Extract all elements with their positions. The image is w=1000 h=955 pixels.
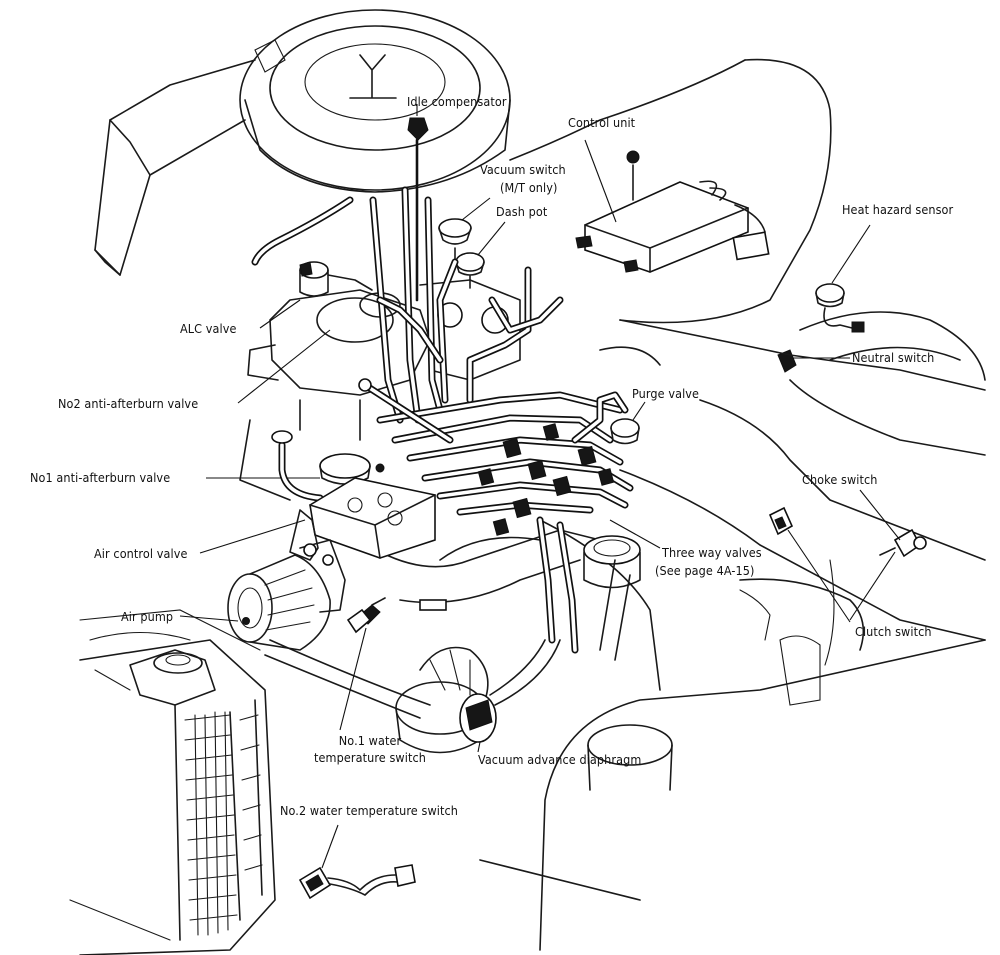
clutch-switch: [768, 506, 851, 623]
label-heat-hazard-sensor: Heat hazard sensor: [842, 202, 954, 217]
label-three-way-valves-note: (See page 4A-15): [655, 563, 755, 578]
label-neutral-switch: Neutral switch: [852, 350, 935, 365]
label-vacuum-switch-note: (M/T only): [500, 180, 558, 195]
air-pump: [179, 539, 431, 719]
label-no1-water-temp-switch-line2: temperature switch: [314, 750, 426, 765]
label-air-control-valve: Air control valve: [94, 546, 188, 561]
label-no1-water-temp-switch-line1: No.1 water: [338, 733, 402, 748]
idle-compensator: [407, 104, 429, 302]
alc-valve: [259, 261, 373, 329]
label-clutch-switch: Clutch switch: [855, 624, 932, 639]
purge-valve: [610, 401, 646, 445]
hose-right: [739, 578, 865, 651]
label-no2-anti-afterburn-valve: No2 anti-afterburn valve: [58, 396, 199, 411]
choke-switch: [849, 489, 927, 621]
label-idle-compensator: Idle compensator: [407, 94, 507, 109]
heat-hazard-sensor: [815, 224, 871, 333]
label-vacuum-switch: Vacuum switch: [480, 162, 566, 177]
control-unit: [575, 139, 770, 273]
label-control-unit: Control unit: [568, 115, 636, 130]
label-no1-anti-afterburn-valve: No1 anti-afterburn valve: [30, 470, 171, 485]
vacuum-hose-network: [358, 186, 634, 654]
no1-water-temp-switch: [339, 597, 386, 731]
no2-aab-leader: [237, 329, 331, 404]
engine-block: [239, 279, 673, 791]
label-no2-water-temp-switch: No.2 water temperature switch: [280, 803, 459, 818]
air-cleaner: [94, 9, 511, 276]
label-vacuum-advance-diaphragm: Vacuum advance diaphragm: [478, 752, 642, 767]
three-way-valves: [477, 423, 661, 549]
radiator: [69, 609, 276, 955]
label-choke-switch: Choke switch: [802, 472, 878, 487]
air-control-valve: [199, 463, 436, 561]
label-dash-pot: Dash pot: [496, 204, 548, 219]
label-three-way-valves: Three way valves: [662, 545, 762, 560]
label-air-pump: Air pump: [121, 609, 174, 624]
no2-water-temp-switch: [298, 824, 416, 900]
label-alc-valve: ALC valve: [180, 321, 237, 336]
bracket-line: [599, 346, 661, 366]
vacuum-switch: [438, 197, 491, 263]
label-purge-valve: Purge valve: [632, 386, 700, 401]
distributor: [395, 639, 561, 754]
